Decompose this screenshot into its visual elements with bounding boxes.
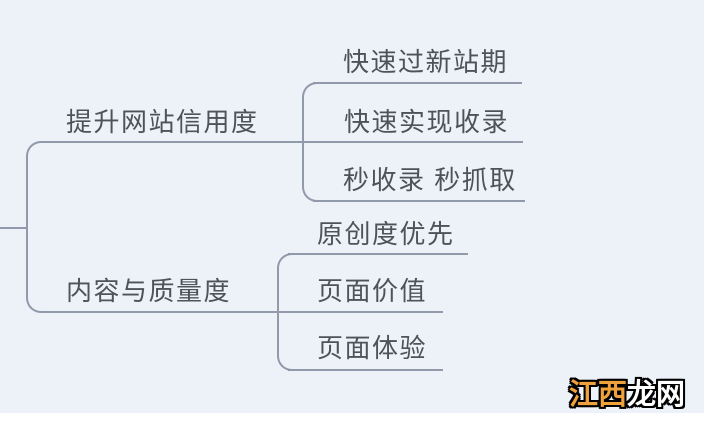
- connector-leaf-2-1-line: [288, 253, 468, 255]
- leaf-2-1-label: 原创度优先: [317, 219, 455, 249]
- branch-2-label: 内容与质量度: [66, 276, 232, 306]
- connector-leaf-1-1-line: [313, 82, 522, 84]
- watermark-part-2: 龙网: [627, 379, 686, 411]
- connector-leaf-1-3-line: [313, 200, 525, 202]
- connector-branch-2-bracket-bottom: [277, 311, 293, 371]
- connector-branch-2-bracket-top: [277, 253, 293, 313]
- connector-branch-2-line: [40, 311, 443, 313]
- leaf-1-3-label: 秒收录 秒抓取: [343, 165, 517, 195]
- connector-root-stub: [0, 227, 28, 229]
- connector-main-bracket-bottom: [26, 225, 44, 313]
- watermark: 江西龙网: [569, 379, 685, 411]
- leaf-1-1-label: 快速过新站期: [343, 47, 509, 77]
- leaf-1-2-label: 快速实现收录: [344, 107, 510, 137]
- branch-1-label: 提升网站信用度: [66, 107, 259, 137]
- watermark-part-1: 江西: [569, 379, 628, 411]
- connector-leaf-2-3-line: [288, 369, 443, 371]
- bottom-white-strip: [0, 413, 704, 426]
- connector-branch-1-bracket-top: [302, 82, 318, 143]
- connector-branch-1-bracket-bottom: [302, 141, 318, 202]
- leaf-2-2-label: 页面价值: [317, 276, 428, 306]
- leaf-2-3-label: 页面体验: [317, 333, 428, 363]
- connector-branch-1-line: [40, 141, 523, 143]
- connector-main-bracket-top: [26, 141, 44, 229]
